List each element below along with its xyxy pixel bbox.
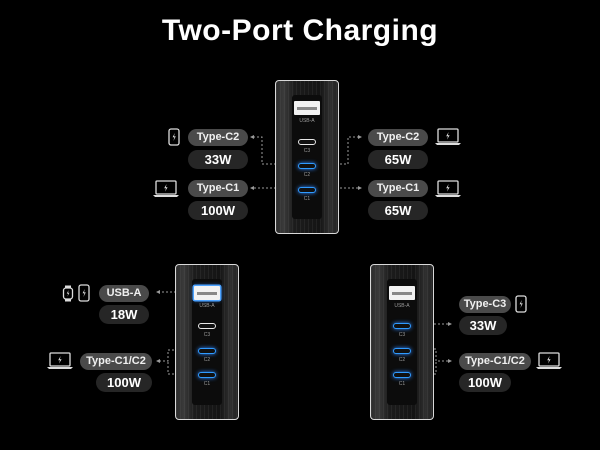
usb-c1-port	[198, 372, 216, 378]
port-name-pill: Type-C1/C2	[459, 353, 531, 370]
wattage-pill: 100W	[459, 373, 511, 392]
charger-bottom-right: USB-A C3 C2 C1	[370, 264, 434, 420]
wattage-pill: 65W	[368, 201, 428, 220]
port-label: USB-A	[394, 303, 410, 309]
usb-c3-port	[393, 323, 411, 329]
port-label: C1	[303, 196, 311, 202]
wattage-pill: 65W	[368, 150, 428, 169]
laptop-icon	[536, 352, 562, 369]
port-label: C2	[303, 172, 311, 178]
port-name-pill: Type-C3	[459, 296, 511, 313]
port-name-pill: Type-C1/C2	[80, 353, 152, 370]
phone-icon	[515, 295, 527, 313]
usb-a-port	[194, 286, 220, 300]
port-label: C1	[398, 381, 406, 387]
port-label: C3	[398, 332, 406, 338]
wattage-pill: 33W	[188, 150, 248, 169]
port-name-pill: USB-A	[99, 285, 149, 302]
port-label: USB-A	[199, 303, 215, 309]
phone-icon	[168, 128, 180, 146]
laptop-icon	[435, 128, 461, 145]
port-label: C3	[203, 332, 211, 338]
laptop-icon	[153, 180, 179, 197]
port-name-pill: Type-C1	[188, 180, 248, 197]
page-title: Two-Port Charging	[161, 14, 439, 47]
charger-top: USB-A C3 C2 C1	[275, 80, 339, 234]
usb-c1-port	[393, 372, 411, 378]
port-label: C1	[203, 381, 211, 387]
port-name-pill: Type-C2	[368, 129, 428, 146]
usb-c2-port	[298, 163, 316, 169]
watch-icon	[62, 285, 74, 302]
port-label: C2	[203, 357, 211, 363]
usb-c2-port	[198, 348, 216, 354]
port-name-pill: Type-C1	[368, 180, 428, 197]
port-name-pill: Type-C2	[188, 129, 248, 146]
usb-c2-port	[393, 348, 411, 354]
usb-a-port	[294, 101, 320, 115]
usb-c1-port	[298, 187, 316, 193]
usb-c3-port	[198, 323, 216, 329]
wattage-pill: 100W	[188, 201, 248, 220]
phone-icon	[78, 284, 90, 302]
usb-c3-port	[298, 139, 316, 145]
wattage-pill: 100W	[96, 373, 152, 392]
wattage-pill: 18W	[99, 305, 149, 324]
usb-a-port	[389, 286, 415, 300]
laptop-icon	[435, 180, 461, 197]
port-label: C3	[303, 148, 311, 154]
wattage-pill: 33W	[459, 316, 507, 335]
port-label: USB-A	[299, 118, 315, 124]
charger-bottom-left: USB-A C3 C2 C1	[175, 264, 239, 420]
laptop-icon	[47, 352, 73, 369]
port-label: C2	[398, 357, 406, 363]
